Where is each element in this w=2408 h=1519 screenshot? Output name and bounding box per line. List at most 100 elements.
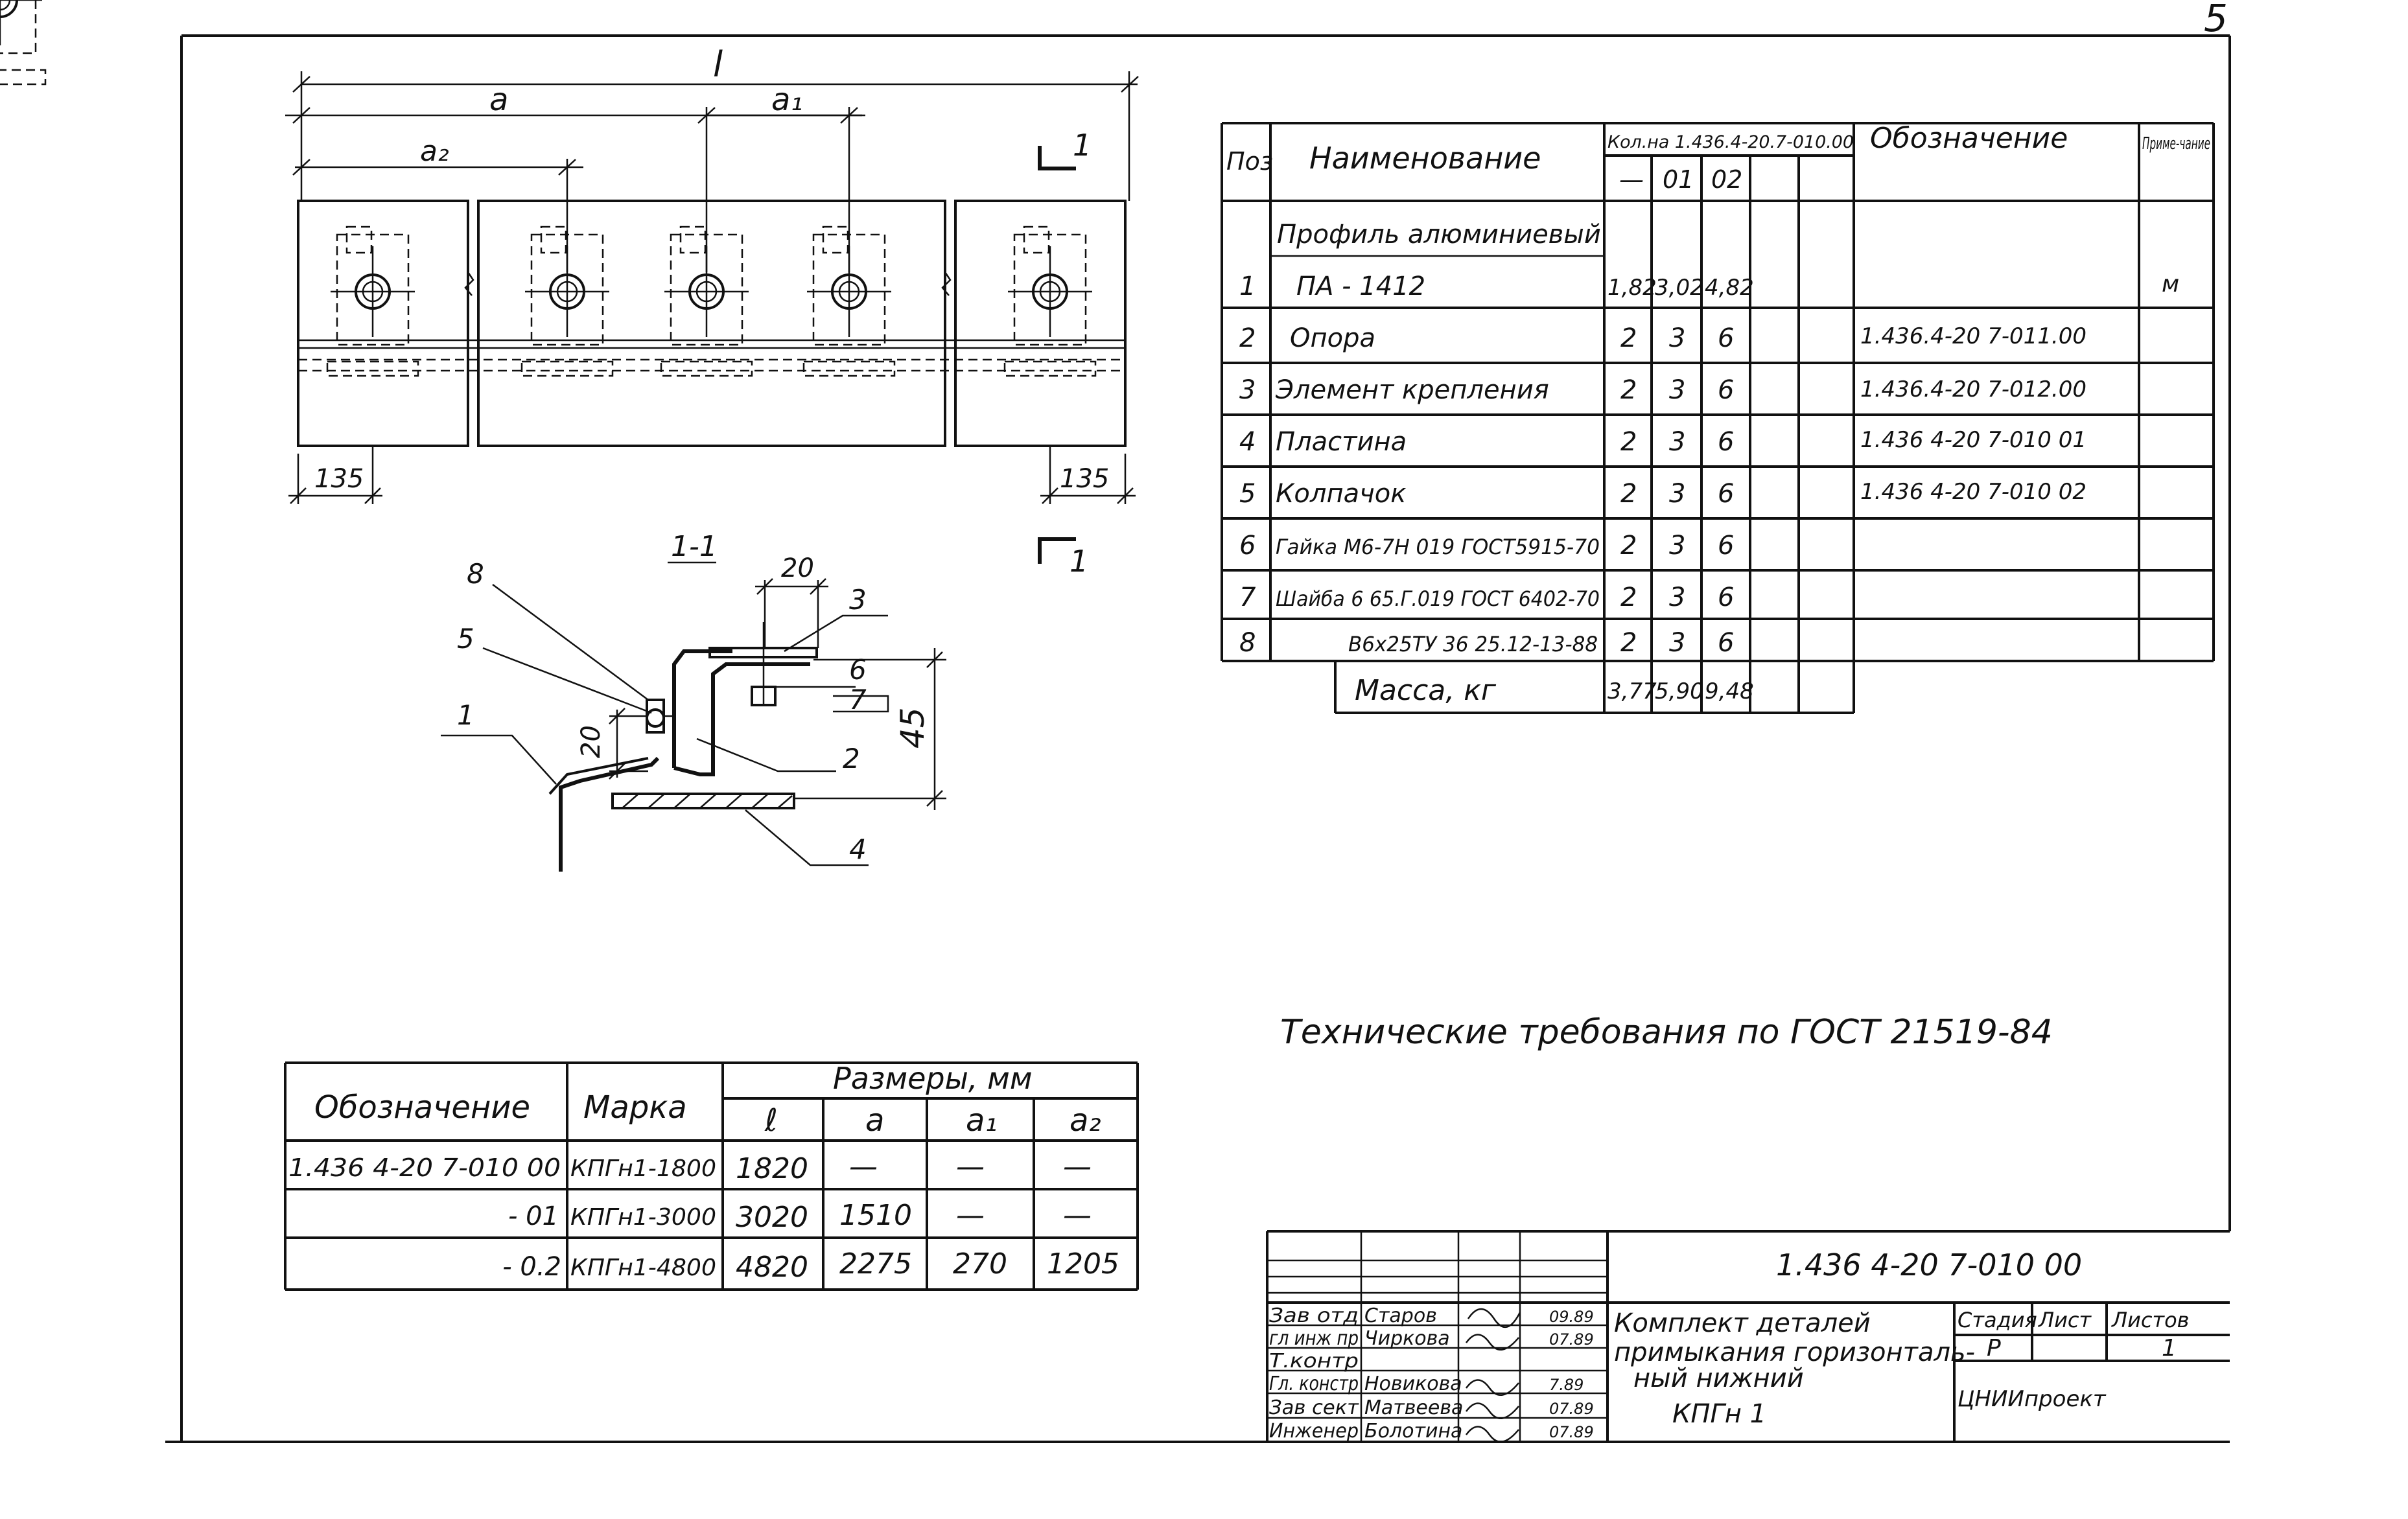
size-header-l: ℓ — [764, 1102, 778, 1139]
spec-table: Поз Наименование Кол.на 1.436.4-20.7-010… — [1221, 122, 2215, 714]
spec-row-2-designation: 1.436.4-20 7-011.00 — [1860, 323, 2087, 349]
spec-row-8-q0: 2 — [1620, 628, 1637, 658]
size-row: - 0.2 КПГн1-4800 4820 2275 270 1205 — [502, 1247, 1119, 1284]
dim-l: l — [713, 44, 723, 85]
stage-label: Стадия — [1958, 1308, 2037, 1332]
size-row-0-mark: КПГн1-1800 — [570, 1155, 716, 1182]
title-person-row: Гл. констр Новикова 7.89 — [1269, 1373, 1584, 1395]
person-date: 07.89 — [1549, 1400, 1594, 1418]
spec-row-8-q2: 6 — [1718, 628, 1734, 658]
title-person-row: Т.контр — [1269, 1350, 1359, 1373]
spec-row-5-q2: 6 — [1718, 479, 1734, 509]
spec-header-qty: Кол.на 1.436.4-20.7-010.00 — [1607, 132, 1854, 152]
size-row-0-l: 1820 — [736, 1152, 808, 1185]
spec-row-3-q1: 3 — [1669, 375, 1685, 405]
spec-row-4-q0: 2 — [1620, 427, 1637, 457]
dim-a1: a₁ — [771, 82, 803, 118]
sheet-label: Лист — [2038, 1308, 2092, 1332]
person-date: 7.89 — [1549, 1376, 1584, 1394]
signature-marks — [1465, 1308, 1521, 1443]
person-role: Инженер — [1269, 1420, 1359, 1443]
person-name: Новикова — [1364, 1373, 1462, 1395]
person-date: 09.89 — [1549, 1308, 1594, 1326]
dim-135-left: 135 — [314, 464, 364, 494]
size-row-2-designation: - 0.2 — [502, 1252, 561, 1282]
spec-row-2-q1: 3 — [1669, 323, 1685, 353]
size-header-mark: Марка — [583, 1089, 687, 1126]
person-name: Чиркова — [1364, 1327, 1450, 1350]
person-role: Гл. констр — [1269, 1373, 1359, 1395]
size-row-1-l: 3020 — [736, 1201, 808, 1234]
dim-20-side: 20 — [576, 725, 606, 758]
title-person-row: Зав отд Старов 09.89 — [1269, 1304, 1594, 1327]
dim-a: a — [489, 82, 508, 118]
spec-header-qty-1: 01 — [1663, 165, 1694, 194]
spec-row-6-q1: 3 — [1669, 531, 1685, 561]
spec-row-4-q1: 3 — [1669, 427, 1685, 457]
size-row-2-l: 4820 — [736, 1251, 808, 1284]
spec-mass-label: Масса, кг — [1355, 674, 1497, 707]
spec-row-7-pos: 7 — [1239, 583, 1256, 612]
title-name-line-2: примыкания горизонталь- — [1614, 1338, 1975, 1367]
spec-header-name: Наименование — [1309, 141, 1541, 176]
spec-row-7-q2: 6 — [1718, 583, 1734, 612]
title-name-line-1: Комплект деталей — [1614, 1308, 1871, 1338]
spec-row-2-q0: 2 — [1620, 323, 1637, 353]
spec-row-3-q2: 6 — [1718, 375, 1734, 405]
spec-row-6-name: Гайка М6-7Н 019 ГОСТ5915-70 — [1276, 535, 1600, 559]
size-row-2-a: 2275 — [839, 1247, 912, 1281]
spec-row-6-pos: 6 — [1239, 531, 1256, 561]
section-mark-bottom: 1 — [1070, 544, 1088, 579]
spec-row-3-pos: 3 — [1239, 375, 1256, 405]
spec-row-1-name: ПА - 1412 — [1296, 272, 1425, 301]
section-title: 1-1 — [671, 530, 718, 563]
spec-mass-q0: 3,77 — [1607, 678, 1657, 704]
spec-mass-q1: 5,90 — [1655, 678, 1704, 704]
panel-left — [297, 200, 469, 447]
spec-row-4-name: Пластина — [1276, 427, 1407, 457]
sheet-number: 5 — [2204, 0, 2228, 40]
spec-row-2-name: Опора — [1290, 323, 1375, 353]
spec-row-8-q1: 3 — [1669, 628, 1685, 658]
size-row: 1.436 4-20 7-010 00 КПГн1-1800 1820 — — … — [288, 1150, 1092, 1185]
callout-6: 6 — [849, 654, 867, 686]
callout-5: 5 — [457, 623, 474, 655]
spec-header-qty-2: 02 — [1711, 165, 1742, 194]
size-row-0-a: — — [849, 1150, 878, 1183]
title-block: 1.436 4-20 7-010 00 Зав отд Старов 09.89… — [1266, 1230, 2230, 1443]
title-person-row: гл инж пр Чиркова 07.89 — [1269, 1327, 1594, 1350]
person-role: Зав сект — [1269, 1397, 1360, 1419]
organization: ЦНИИпроект — [1958, 1386, 2107, 1412]
spec-row-3-name: Элемент крепления — [1275, 375, 1549, 405]
section-view: 1-1 20 20 — [441, 530, 946, 872]
spec-row-1-note: м — [2162, 271, 2179, 297]
size-header-group: Размеры, мм — [833, 1061, 1033, 1096]
size-row-1-mark: КПГн1-3000 — [570, 1204, 716, 1231]
spec-row: 7 Шайба 6 65.Г.019 ГОСТ 6402-70 2 3 6 — [1239, 583, 1734, 612]
plan-view: l a a₁ a₂ 135 135 1 1 — [0, 0, 1139, 579]
panel-middle — [477, 200, 946, 447]
spec-mass-q2: 9,48 — [1705, 678, 1754, 704]
spec-header-designation: Обозначение — [1870, 122, 2068, 155]
title-person-row: Инженер Болотина 07.89 — [1269, 1420, 1594, 1443]
spec-row-7-q0: 2 — [1620, 583, 1637, 612]
size-header-designation: Обозначение — [314, 1089, 530, 1126]
callout-4: 4 — [849, 833, 867, 865]
callout-3: 3 — [849, 584, 867, 616]
spec-row-6-q2: 6 — [1718, 531, 1734, 561]
spec-row-1-q0: 1,82 — [1607, 275, 1657, 301]
size-row-1-a: 1510 — [839, 1199, 912, 1232]
size-row-1-a2: — — [1063, 1199, 1092, 1232]
size-row-0-a2: — — [1063, 1150, 1092, 1183]
person-name: Матвеева — [1364, 1397, 1463, 1419]
sheets-value: 1 — [2162, 1335, 2177, 1362]
dim-a2: a₂ — [420, 135, 449, 168]
spec-header-qty-0: — — [1619, 165, 1644, 194]
panel-right — [954, 200, 1127, 447]
spec-row-6-q0: 2 — [1620, 531, 1637, 561]
spec-row-4-pos: 4 — [1239, 427, 1256, 457]
spec-row: 1 ПА - 1412 1,82 3,02 4,82 м — [1239, 271, 2179, 301]
spec-row-8-pos: 8 — [1239, 628, 1256, 658]
stage-value: Р — [1987, 1335, 2001, 1362]
spec-row-2-q2: 6 — [1718, 323, 1734, 353]
